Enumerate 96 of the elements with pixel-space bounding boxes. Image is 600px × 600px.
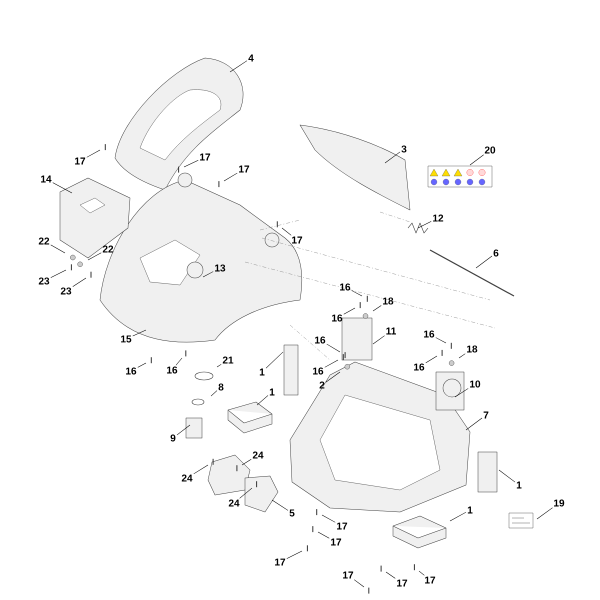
leader-line <box>498 470 516 482</box>
leader-line <box>194 464 208 474</box>
callout-number: 11 <box>386 328 396 334</box>
callout-number: 3 <box>401 145 406 153</box>
leader-line <box>326 372 340 382</box>
callout-number: 1 <box>260 368 264 376</box>
leader-line <box>384 152 400 164</box>
leader-line <box>239 488 252 499</box>
callout-number: 1 <box>516 482 522 488</box>
leader-line <box>266 352 284 368</box>
leader-line <box>52 182 72 194</box>
leader-line <box>184 160 198 168</box>
callout-number: 17 <box>292 236 302 244</box>
leader-line <box>458 353 466 358</box>
callout-number: 16 <box>313 367 324 375</box>
leader-line <box>230 60 248 72</box>
callout-number: 5 <box>290 510 294 516</box>
leader-line <box>242 458 252 466</box>
callout-number: 19 <box>554 499 564 507</box>
callout-number: 17 <box>425 576 436 584</box>
leader-line <box>202 271 214 278</box>
leader-line <box>176 424 190 436</box>
leader-line <box>132 330 146 336</box>
leader-line <box>318 532 330 538</box>
callout-number: 9 <box>170 434 176 442</box>
leader-line <box>372 305 382 312</box>
leader-line <box>286 550 302 559</box>
leader-line <box>176 358 182 366</box>
leader-line <box>476 256 492 268</box>
callout-number: 12 <box>433 214 444 222</box>
callout-number: 16 <box>414 363 424 371</box>
callout-number: 15 <box>121 336 132 342</box>
callout-number: 17 <box>275 558 286 566</box>
leader-line <box>450 512 466 522</box>
callout-number: 16 <box>424 330 434 338</box>
callout-number: 17 <box>200 154 210 160</box>
callout-number: 14 <box>41 176 52 182</box>
callout-number: 23 <box>60 287 72 295</box>
leader-line <box>88 252 102 260</box>
leader-line <box>216 364 222 368</box>
leader-line <box>138 362 146 368</box>
callout-number: 4 <box>248 54 254 62</box>
leader-line <box>372 335 385 344</box>
callout-number: 18 <box>383 297 394 305</box>
callout-number: 7 <box>484 412 488 418</box>
leader-line <box>436 337 446 344</box>
callout-number: 1 <box>468 506 472 514</box>
leader-line <box>352 290 362 296</box>
callout-number: 24 <box>182 474 192 482</box>
callout-number: 17 <box>337 522 348 530</box>
leader-line <box>272 500 288 511</box>
callout-number: 13 <box>215 264 226 272</box>
leader-line <box>210 390 218 396</box>
callout-number: 22 <box>38 238 50 244</box>
leader-line <box>326 344 340 352</box>
callout-number: 22 <box>102 246 114 252</box>
callout-number: 16 <box>126 367 136 375</box>
leader-line <box>256 395 268 406</box>
callout-number: 24 <box>228 500 240 506</box>
leader-line <box>454 388 468 398</box>
callout-number: 16 <box>332 314 342 322</box>
callout-number: 23 <box>38 277 50 285</box>
leader-line <box>322 514 336 523</box>
leader-line <box>470 154 484 166</box>
callout-number: 17 <box>331 538 342 546</box>
callout-number: 17 <box>343 572 354 578</box>
callout-number: 16 <box>167 366 178 374</box>
leader-line <box>466 418 482 430</box>
callout-number: 10 <box>470 380 480 388</box>
leader-line <box>354 579 364 588</box>
leader-line <box>344 308 356 314</box>
callout-number: 18 <box>467 345 478 353</box>
leader-line <box>50 270 66 278</box>
leader-line <box>536 508 553 520</box>
callout-number: 16 <box>315 336 326 344</box>
leader-line <box>324 360 338 368</box>
leader-line <box>426 356 438 364</box>
callout-number: 21 <box>222 356 234 364</box>
leader-line <box>418 221 432 228</box>
leader-line <box>386 572 396 579</box>
callout-number: 2 <box>320 382 324 388</box>
callout-number: 20 <box>484 146 496 154</box>
callout-number: 17 <box>75 158 86 164</box>
leader-line <box>418 570 425 576</box>
callout-number: 17 <box>239 166 250 172</box>
callout-number: 16 <box>340 283 350 291</box>
leader-line <box>86 150 100 158</box>
leader-line <box>72 278 86 287</box>
callout-number: 17 <box>397 580 408 586</box>
callout-number: 8 <box>218 383 224 391</box>
callout-number: 6 <box>494 249 498 257</box>
leader-line <box>282 228 292 236</box>
leader-line <box>50 244 66 254</box>
callout-number: 24 <box>252 452 264 458</box>
callout-number: 1 <box>270 388 274 396</box>
leader-line <box>224 172 238 182</box>
